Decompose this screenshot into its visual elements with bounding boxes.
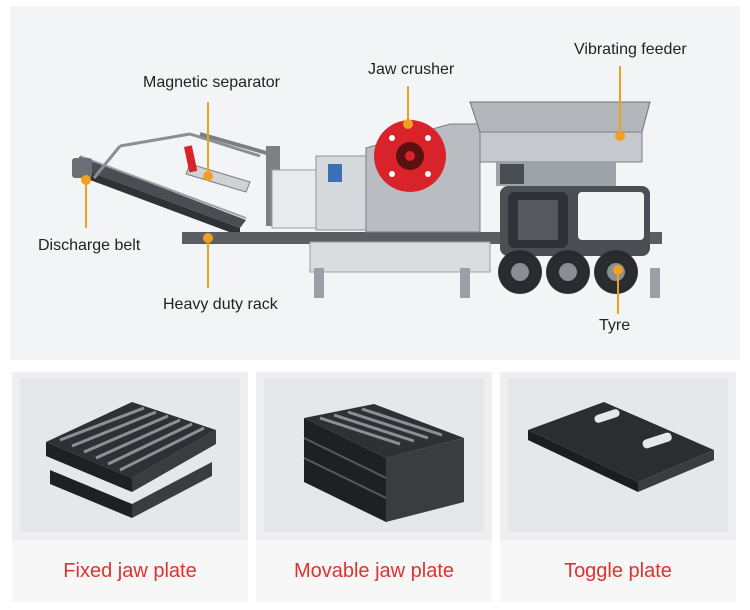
- part-label-fixed-jaw-plate: Fixed jaw plate: [12, 540, 248, 602]
- electric-cabinet: [315, 155, 371, 231]
- fixed-jaw-plate-image: [20, 378, 240, 532]
- callout-jaw-crusher: Jaw crusher: [368, 61, 455, 78]
- callout-tyre: Tyre: [599, 317, 631, 334]
- tyres: [498, 250, 638, 294]
- callout-heavy-duty-rack: Heavy duty rack: [163, 296, 278, 313]
- movable-jaw-plate-image: [264, 378, 484, 532]
- callout-vibrating-feeder: Vibrating feeder: [574, 41, 687, 58]
- part-label-movable-jaw-plate: Movable jaw plate: [256, 540, 492, 602]
- vibrating-feeder: [469, 101, 651, 186]
- discharge-conveyor: [72, 132, 261, 236]
- callout-discharge-belt: Discharge belt: [38, 237, 141, 254]
- part-label-toggle-plate: Toggle plate: [500, 540, 736, 602]
- power-unit: [500, 186, 650, 256]
- discharge-chute: [271, 169, 319, 229]
- part-card-movable-jaw-plate: Movable jaw plate: [256, 372, 492, 602]
- toggle-plate-image: [508, 378, 728, 532]
- part-card-fixed-jaw-plate: Fixed jaw plate: [12, 372, 248, 602]
- machine-diagram-panel: Magnetic separator Jaw crusher Vibrating…: [10, 6, 740, 360]
- belt-head-pulley: [72, 158, 92, 178]
- callout-magnetic-separator: Magnetic separator: [143, 74, 280, 91]
- part-card-toggle-plate: Toggle plate: [500, 372, 736, 602]
- mobile-jaw-crusher-illustration: [72, 66, 662, 314]
- leader-lines: [81, 66, 625, 314]
- jaw-crusher: [365, 120, 481, 233]
